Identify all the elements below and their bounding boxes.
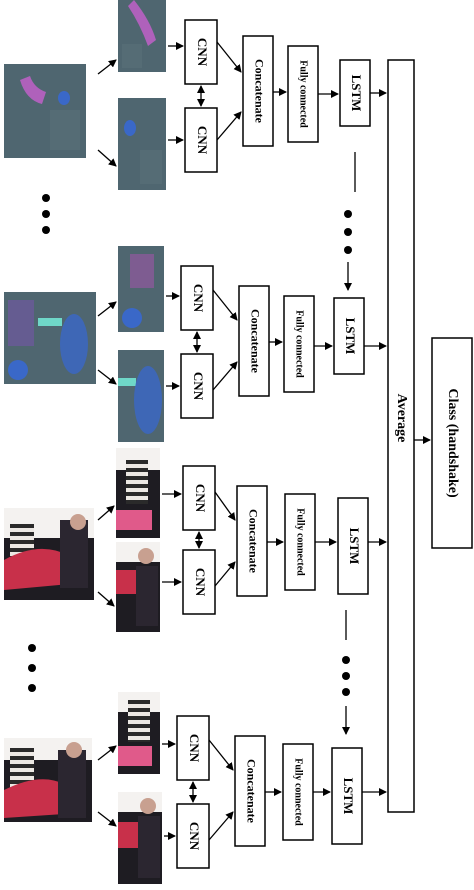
arrow-image-to-crop-bottom bbox=[97, 369, 117, 385]
rgb-crop-image-bottom bbox=[118, 792, 162, 884]
lstm-box bbox=[337, 497, 369, 595]
arrow-cnn-to-concatenate bbox=[212, 289, 238, 321]
fully-connected-label: Fully connected bbox=[298, 60, 309, 128]
concatenate-box bbox=[242, 35, 274, 147]
fully-connected-box bbox=[282, 743, 314, 841]
frame-group-4: CNN CNN Concatenate Fully connected LSTM bbox=[4, 692, 387, 884]
arrow-cnn-to-concatenate bbox=[212, 361, 238, 391]
arrow-cnn-to-concatenate bbox=[214, 561, 236, 587]
arrow-image-to-crop-top bbox=[97, 505, 115, 521]
lstm-label: LSTM bbox=[347, 528, 362, 565]
rgb-frame-image bbox=[4, 738, 92, 822]
lstm-label: LSTM bbox=[343, 318, 358, 355]
lstm-label: LSTM bbox=[341, 778, 356, 815]
arrow-cnn-to-concatenate bbox=[208, 739, 234, 771]
cnn-box bbox=[184, 19, 218, 85]
class-label: Class (handshake) bbox=[445, 388, 460, 498]
arrow-image-to-crop-top bbox=[97, 59, 117, 75]
concatenate-label: Concatenate bbox=[244, 759, 258, 824]
arrow-image-to-crop-top bbox=[97, 745, 117, 761]
ellipsis-dot bbox=[344, 210, 352, 218]
cnn-label: CNN bbox=[191, 284, 206, 313]
cnn-label: CNN bbox=[191, 372, 206, 401]
fully-connected-box bbox=[287, 45, 319, 143]
infrared-crop-image-top bbox=[118, 246, 164, 332]
rgb-crop-image-top bbox=[118, 692, 160, 774]
rgb-frame-image bbox=[4, 508, 94, 600]
concatenate-box bbox=[234, 735, 266, 847]
lstm-label: LSTM bbox=[349, 75, 364, 112]
cnn-label: CNN bbox=[187, 822, 202, 851]
arrow-cnn-to-concatenate bbox=[208, 811, 234, 841]
arrow-image-to-crop-top bbox=[97, 301, 117, 317]
rgb-crop-image-top bbox=[116, 448, 160, 538]
average-label: Average bbox=[394, 394, 409, 443]
ellipsis-dot bbox=[342, 672, 350, 680]
frame-group-1: CNN CNN Concatenate Fully connected LSTM bbox=[4, 0, 387, 190]
cnn-label: CNN bbox=[195, 38, 210, 67]
infrared-frame-image bbox=[4, 64, 86, 158]
fully-connected-label: Fully connected bbox=[295, 508, 306, 576]
cnn-label: CNN bbox=[187, 734, 202, 763]
concatenate-label: Concatenate bbox=[248, 309, 262, 374]
infrared-crop-image-bottom bbox=[118, 350, 164, 442]
infrared-crop-image-bottom bbox=[118, 98, 166, 190]
ellipsis-dot bbox=[342, 656, 350, 664]
arrow-cnn-to-concatenate bbox=[216, 41, 242, 73]
frame-group-3: CNN CNN Concatenate Fully connected LSTM bbox=[4, 448, 387, 632]
average-box bbox=[387, 59, 415, 813]
infrared-crop-image-top bbox=[118, 0, 166, 72]
concatenate-box bbox=[238, 285, 270, 397]
cnn-box bbox=[180, 353, 214, 419]
cnn-box bbox=[182, 549, 216, 615]
ellipsis-dot bbox=[344, 246, 352, 254]
rgb-crop-image-bottom bbox=[116, 542, 160, 632]
class-box bbox=[431, 337, 473, 549]
arrow-image-to-crop-bottom bbox=[97, 591, 115, 607]
cnn-label: CNN bbox=[195, 126, 210, 155]
ellipsis-dot bbox=[344, 228, 352, 236]
arrow-cnn-to-concatenate bbox=[214, 491, 236, 521]
lstm-box bbox=[331, 747, 363, 845]
concatenate-box bbox=[236, 485, 268, 597]
fully-connected-label: Fully connected bbox=[294, 310, 305, 378]
ellipsis-dot bbox=[42, 210, 50, 218]
ellipsis-dot bbox=[42, 226, 50, 234]
cnn-label: CNN bbox=[193, 568, 208, 597]
cnn-box bbox=[184, 107, 218, 173]
frame-group-2: CNN CNN Concatenate Fully connected LSTM bbox=[4, 246, 387, 442]
arrow-cnn-to-concatenate bbox=[216, 111, 242, 141]
lstm-box bbox=[333, 297, 365, 375]
ellipsis-dot bbox=[28, 644, 36, 652]
cnn-box bbox=[176, 803, 210, 869]
ellipsis-dot bbox=[28, 664, 36, 672]
arrow-image-to-crop-bottom bbox=[97, 811, 117, 827]
ellipsis-dot bbox=[42, 194, 50, 202]
cnn-label: CNN bbox=[193, 484, 208, 513]
concatenate-label: Concatenate bbox=[246, 509, 260, 574]
infrared-frame-image bbox=[4, 292, 96, 384]
ellipsis-dot bbox=[342, 688, 350, 696]
fully-connected-label: Fully connected bbox=[293, 758, 304, 826]
ellipsis-dot bbox=[28, 684, 36, 692]
fully-connected-box bbox=[284, 493, 316, 591]
concatenate-label: Concatenate bbox=[252, 59, 266, 124]
cnn-box bbox=[182, 465, 216, 531]
lstm-box bbox=[339, 59, 371, 127]
cnn-box bbox=[180, 265, 214, 331]
cnn-box bbox=[176, 715, 210, 781]
arrow-image-to-crop-bottom bbox=[97, 149, 117, 167]
fully-connected-box bbox=[283, 295, 315, 393]
